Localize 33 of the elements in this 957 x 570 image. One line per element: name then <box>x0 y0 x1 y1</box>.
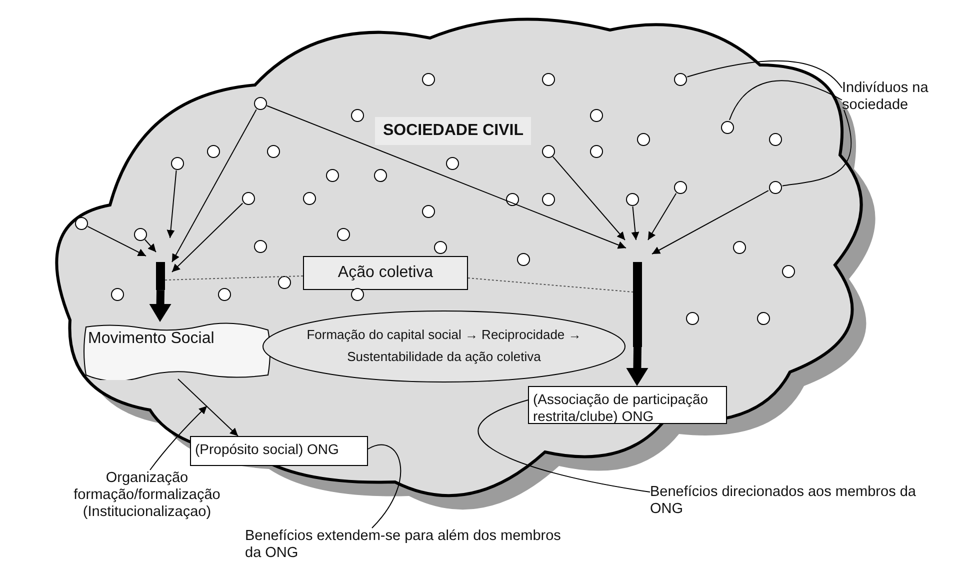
leader-line <box>728 80 842 120</box>
ellipse-shape: Formação do capital social → Reciprocidade → Sustentabilidade da ação coletiva <box>262 310 626 383</box>
label-box: Ação coletiva <box>303 256 468 290</box>
arrow <box>552 156 626 240</box>
arrow <box>150 406 208 470</box>
dotted-line <box>468 278 634 292</box>
thick-arrow <box>626 346 648 386</box>
annotation-text: Benefícios extendem-se para além dos membros da ONG <box>245 528 575 562</box>
thick-arrow <box>149 290 172 322</box>
annotation-text: Benefícios direcionados aos membros da ONG <box>650 484 950 518</box>
arrow <box>652 190 769 254</box>
arrow <box>631 206 640 240</box>
vertical-bar <box>156 262 165 290</box>
title-label: SOCIEDADE CIVIL <box>375 117 532 145</box>
leader-line <box>368 444 402 528</box>
arrow <box>172 202 244 272</box>
annotation-text: Organização formação/formalização (Institucionalizaçao) <box>58 470 236 521</box>
arrow <box>166 170 177 238</box>
dotted-line <box>164 276 304 280</box>
label-box: (Propósito social) ONG <box>190 436 368 466</box>
annotation-text: Indivíduos na sociedade <box>842 80 957 114</box>
arrow <box>178 378 238 436</box>
arrow <box>144 239 156 252</box>
leader-line <box>782 110 852 186</box>
vertical-bar <box>633 262 642 347</box>
leader-line <box>478 400 650 492</box>
arrow <box>172 109 257 262</box>
arrow <box>648 192 677 240</box>
wavy-shape: Movimento Social <box>82 322 272 380</box>
label-box: (Associação de participação restrita/clube) ONG <box>528 386 727 424</box>
leader-line <box>686 60 842 88</box>
arrow <box>87 226 146 256</box>
arrow <box>266 105 626 249</box>
